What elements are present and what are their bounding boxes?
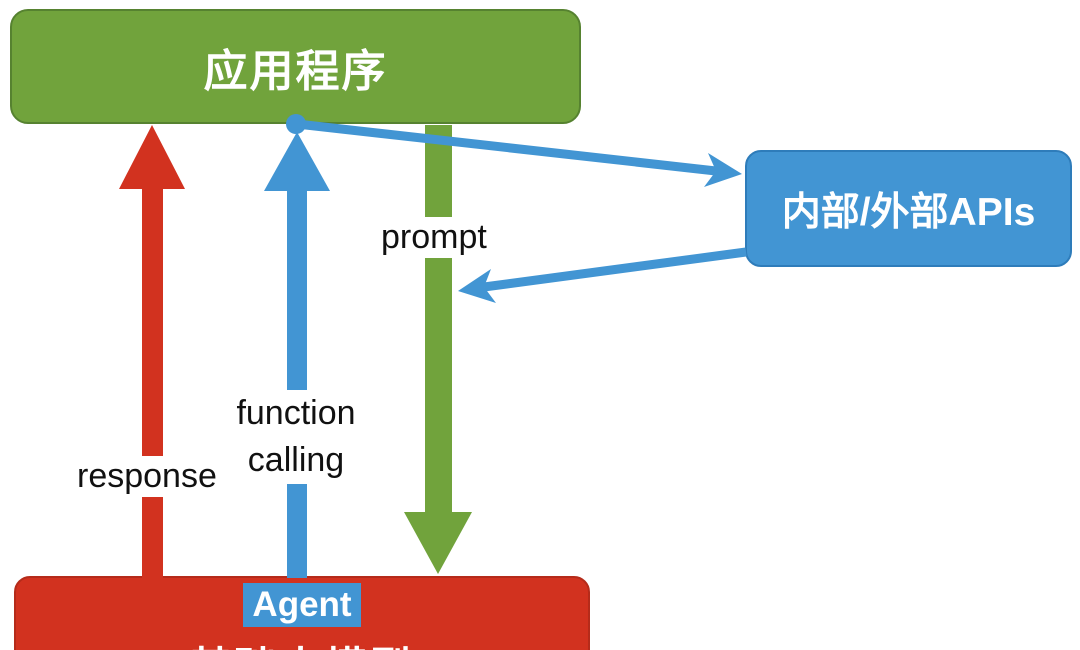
agent-label-highlight: Agent	[243, 583, 361, 627]
query-connector-line	[296, 119, 717, 176]
return-connector-line	[483, 247, 747, 292]
prompt-label: prompt	[374, 217, 494, 258]
agent-node: Agent 基础大模型	[14, 576, 590, 650]
prompt-arrow	[404, 125, 472, 574]
application-label: 应用程序	[203, 46, 388, 96]
return-connector-arrowhead	[458, 269, 496, 303]
application-node: 应用程序	[10, 9, 581, 124]
query-connector-arrowhead	[704, 153, 742, 187]
function-calling-label: function calling	[226, 390, 366, 484]
function-calling-label-line2: calling	[247, 441, 345, 479]
response-arrow	[119, 125, 185, 578]
apis-label: 内部/外部APIs	[781, 190, 1036, 234]
agent-sublabel: 基础大模型	[189, 634, 414, 650]
response-label: response	[70, 456, 224, 497]
function-calling-arrow	[264, 132, 330, 578]
function-calling-label-line1: function	[236, 394, 356, 432]
apis-node: 内部/外部APIs	[745, 150, 1072, 267]
